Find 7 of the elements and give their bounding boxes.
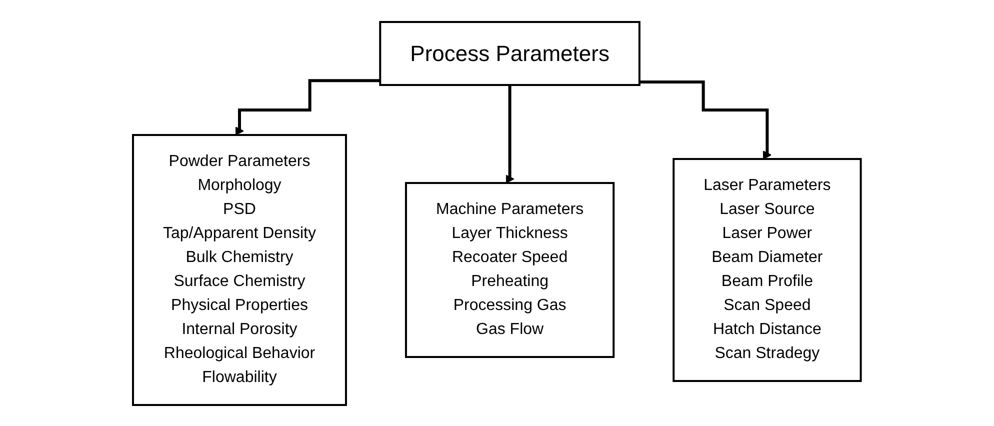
node-box: Process Parameters bbox=[379, 20, 641, 86]
node-box: Laser Parameters Laser Source Laser Power Beam Diameter Beam Profile Scan Speed Hatch Distance Scan Stradegy bbox=[672, 158, 862, 382]
node-box: Machine Parameters Layer Thickness Recoater Speed Preheating Processing Gas Gas Flow bbox=[405, 182, 615, 358]
arrow bbox=[640, 80, 772, 159]
arrow bbox=[235, 78, 380, 135]
node-box: Powder Parameters Morphology PSD Tap/Apparent Density Bulk Chemistry Surface Chemistry Physical Properties Internal Porosity Rheological Behavior Flowability bbox=[132, 134, 348, 406]
arrow bbox=[506, 83, 514, 183]
